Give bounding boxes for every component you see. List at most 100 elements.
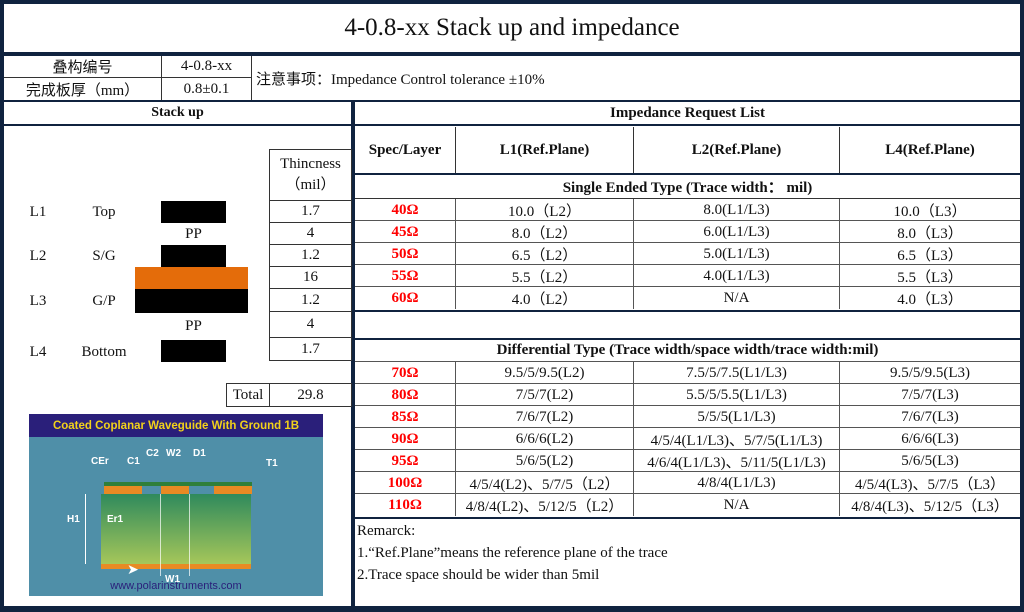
thickness-cell: 4 (269, 311, 352, 338)
table-row: 60Ω 4.0（L2） N/A 4.0（L3） (355, 287, 1020, 309)
prepreg-label-2: PP (185, 317, 202, 334)
stackup-panel: Stack up Thincness （mil） 1.7 4 1.2 16 1.… (4, 102, 352, 606)
l1-cell: 4.0（L2） (456, 287, 634, 309)
layer-name-l3: G/P (92, 292, 116, 309)
l2-cell: 4/8/4(L1/L3) (634, 472, 840, 494)
spec-cell: 95Ω (355, 450, 456, 472)
layer-id-l3: L3 (29, 292, 47, 309)
l1-cell: 6/6/6(L2) (456, 428, 634, 450)
l2-cell: 8.0(L1/L3) (634, 199, 840, 221)
column-header-l4: L4(Ref.Plane) (885, 141, 975, 158)
table-row: 90Ω 6/6/6(L2) 4/5/4(L1/L3)、5/7/5(L1/L3) … (355, 428, 1020, 450)
remark-item: 1.“Ref.Plane”means the reference plane o… (357, 545, 668, 561)
label-h1: H1 (67, 514, 80, 525)
thickness-cell: 1.7 (269, 200, 352, 223)
label-w1: W1 (165, 574, 180, 585)
differential-rows: 70Ω 9.5/5/9.5(L2) 7.5/5/7.5(L1/L3) 9.5/5… (355, 362, 1020, 516)
label-d1: D1 (193, 448, 206, 459)
l2-cell: N/A (634, 287, 840, 309)
l4-cell: 4/5/4(L3)、5/7/5（L3） (855, 476, 1005, 493)
spec-cell: 50Ω (355, 243, 456, 265)
l1-cell: 4/8/4(L2)、5/12/5（L2） (456, 494, 634, 516)
diagram-title-bar: Coated Coplanar Waveguide With Ground 1B (29, 414, 323, 437)
table-row: 55Ω 5.5（L2） 4.0(L1/L3) 5.5（L3） (355, 265, 1020, 287)
layer-id-l1: L1 (29, 203, 47, 220)
thickness-cell: 16 (269, 266, 352, 289)
w1-right-line (189, 494, 190, 576)
table-row: 85Ω 7/6/7(L2) 5/5/5(L1/L3) 7/6/7(L3) (355, 406, 1020, 428)
thickness-value: 0.8±0.1 (162, 78, 252, 100)
coating (104, 482, 252, 486)
l4-cell: 6/6/6(L3) (901, 430, 959, 447)
l1-cell: 9.5/5/9.5(L2) (456, 362, 634, 384)
core-layer (135, 267, 248, 289)
table-row: 80Ω 7/5/7(L2) 5.5/5/5.5(L1/L3) 7/5/7(L3) (355, 384, 1020, 406)
layer-name-l4: Bottom (81, 343, 127, 360)
l2-cell: 6.0(L1/L3) (634, 221, 840, 243)
label-w2: W2 (166, 448, 181, 459)
info-row: 叠构编号 4-0.8-xx 完成板厚（mm） 0.8±0.1 注意事项：Impe… (4, 56, 1020, 100)
impedance-header: Impedance Request List (355, 102, 1020, 126)
label-er1: Er1 (107, 514, 124, 525)
stackup-header: Stack up (4, 102, 351, 126)
layer-id-l2: L2 (29, 247, 47, 264)
label-cer: CEr (91, 456, 109, 467)
title-bar: 4-0.8-xx Stack up and impedance (4, 4, 1020, 52)
l1-cell: 8.0（L2） (456, 221, 634, 243)
table-row: 50Ω 6.5（L2） 5.0(L1/L3) 6.5（L3） (355, 243, 1020, 265)
spec-cell: 100Ω (355, 472, 456, 494)
column-header-l2: L2(Ref.Plane) (634, 127, 840, 173)
conductor-right (214, 486, 252, 494)
spec-cell: 70Ω (355, 362, 456, 384)
copper-layer-l3 (135, 289, 248, 313)
label-c1: C1 (127, 456, 140, 467)
l4-cell: 8.0（L3） (897, 225, 963, 242)
thickness-cell: 1.2 (269, 244, 352, 267)
thickness-label: 完成板厚（mm） (4, 78, 162, 100)
spec-cell: 60Ω (355, 287, 456, 309)
differential-header: Differential Type (Trace width/space wid… (355, 340, 1020, 362)
page-title: 4-0.8-xx Stack up and impedance (344, 14, 680, 41)
thickness-cell: 4 (269, 222, 352, 245)
label-t1: T1 (266, 458, 278, 469)
l1-cell: 4/5/4(L2)、5/7/5（L2） (456, 472, 634, 494)
label-c2: C2 (146, 448, 159, 459)
l1-cell: 5/6/5(L2) (456, 450, 634, 472)
conductor-center (161, 486, 189, 494)
spec-cell: 55Ω (355, 265, 456, 287)
table-row: 40Ω 10.0（L2） 8.0(L1/L3) 10.0（L3） (355, 199, 1020, 221)
waveguide-diagram: Coated Coplanar Waveguide With Ground 1B… (29, 414, 323, 596)
w1-left-line (160, 494, 161, 576)
l4-cell: 5/6/5(L3) (901, 452, 959, 469)
copper-layer-l4 (161, 340, 226, 362)
thickness-cell: 1.7 (269, 337, 352, 361)
spec-cell: 45Ω (355, 221, 456, 243)
remark-item: 2.Trace space should be wider than 5mil (357, 567, 600, 583)
prepreg-label-1: PP (185, 225, 202, 242)
l4-cell: 5.5（L3） (897, 269, 963, 286)
l2-cell: 4.0(L1/L3) (634, 265, 840, 287)
mouse-cursor-icon: ➤ (127, 563, 139, 578)
diagram-title: Coated Coplanar Waveguide With Ground 1B (52, 419, 300, 432)
divider (355, 310, 1020, 312)
table-row: 70Ω 9.5/5/9.5(L2) 7.5/5/7.5(L1/L3) 9.5/5… (355, 362, 1020, 384)
remarks-title: Remarck: (357, 523, 416, 539)
stack-no-value: 4-0.8-xx (162, 56, 252, 78)
l4-cell: 4/8/4(L3)、5/12/5（L3） (851, 498, 1009, 515)
single-ended-rows: 40Ω 10.0（L2） 8.0(L1/L3) 10.0（L3） 45Ω 8.0… (355, 199, 1020, 309)
thickness-header-line1: Thincness (280, 156, 341, 172)
copper-layer-l2 (161, 245, 226, 267)
l1-cell: 6.5（L2） (456, 243, 634, 265)
column-header-l1: L1(Ref.Plane) (456, 127, 634, 173)
l4-cell: 7/5/7(L3) (901, 386, 959, 403)
total-value: 29.8 (269, 383, 352, 407)
stack-no-label: 叠构编号 (4, 56, 162, 78)
table-row: 45Ω 8.0（L2） 6.0(L1/L3) 8.0（L3） (355, 221, 1020, 243)
table-row: 100Ω 4/5/4(L2)、5/7/5（L2） 4/8/4(L1/L3) 4/… (355, 472, 1020, 494)
thickness-header: Thincness （mil） (269, 149, 352, 201)
l2-cell: 7.5/5/7.5(L1/L3) (634, 362, 840, 384)
divider (355, 338, 1020, 340)
l1-cell: 7/5/7(L2) (456, 384, 634, 406)
substrate (101, 494, 251, 566)
l2-cell: 4/6/4(L1/L3)、5/11/5(L1/L3) (634, 450, 840, 472)
